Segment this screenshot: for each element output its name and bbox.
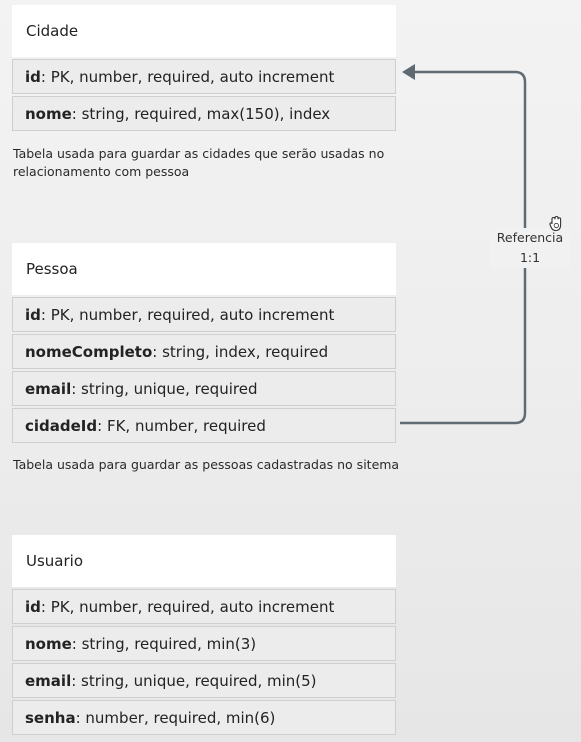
- field-name: id: [25, 597, 41, 616]
- field-name: id: [25, 305, 41, 324]
- field-desc: : FK, number, required: [97, 416, 266, 435]
- table-description: Tabela usada para guardar as pessoas cad…: [13, 457, 400, 472]
- field-row: nome: string, required, min(3): [12, 626, 396, 661]
- table-title: Usuario: [12, 535, 396, 587]
- table-pessoa: Pessoa id: PK, number, required, auto in…: [12, 243, 396, 443]
- table-cidade: Cidade id: PK, number, required, auto in…: [12, 5, 396, 131]
- reference-arrowhead: [402, 64, 415, 80]
- field-name: nomeCompleto: [25, 342, 153, 361]
- field-name: nome: [25, 104, 72, 123]
- field-row: id: PK, number, required, auto increment: [12, 589, 396, 624]
- field-row: cidadeId: FK, number, required: [12, 408, 396, 443]
- field-name: senha: [25, 708, 76, 727]
- field-name: cidadeId: [25, 416, 98, 435]
- field-name: email: [25, 379, 72, 398]
- relation-name: Referencia: [496, 230, 564, 245]
- field-row: email: string, unique, required, min(5): [12, 663, 396, 698]
- table-description: Tabela usada para guardar as cidades que…: [13, 146, 385, 179]
- field-name: email: [25, 671, 72, 690]
- hand-cursor-icon: [549, 215, 562, 232]
- field-desc: : number, required, min(6): [75, 708, 276, 727]
- field-row: id: PK, number, required, auto increment: [12, 297, 396, 332]
- field-desc: : string, required, max(150), index: [71, 104, 331, 123]
- field-desc: : PK, number, required, auto increment: [40, 67, 335, 86]
- table-title: Pessoa: [12, 243, 396, 295]
- field-row: nomeCompleto: string, index, required: [12, 334, 396, 369]
- field-desc: : string, index, required: [152, 342, 329, 361]
- field-row: email: string, unique, required: [12, 371, 396, 406]
- field-name: id: [25, 67, 41, 86]
- field-row: id: PK, number, required, auto increment: [12, 59, 396, 94]
- field-desc: : PK, number, required, auto increment: [40, 597, 335, 616]
- field-desc: : string, required, min(3): [71, 634, 257, 653]
- field-row: nome: string, required, max(150), index: [12, 96, 396, 131]
- field-desc: : string, unique, required, min(5): [71, 671, 317, 690]
- relation-label: Referencia 1:1: [485, 228, 575, 268]
- table-title: Cidade: [12, 5, 396, 57]
- field-name: nome: [25, 634, 72, 653]
- table-usuario: Usuario id: PK, number, required, auto i…: [12, 535, 396, 735]
- field-desc: : PK, number, required, auto increment: [40, 305, 335, 324]
- field-row: senha: number, required, min(6): [12, 700, 396, 735]
- relation-cardinality: 1:1: [519, 250, 541, 265]
- field-desc: : string, unique, required: [71, 379, 258, 398]
